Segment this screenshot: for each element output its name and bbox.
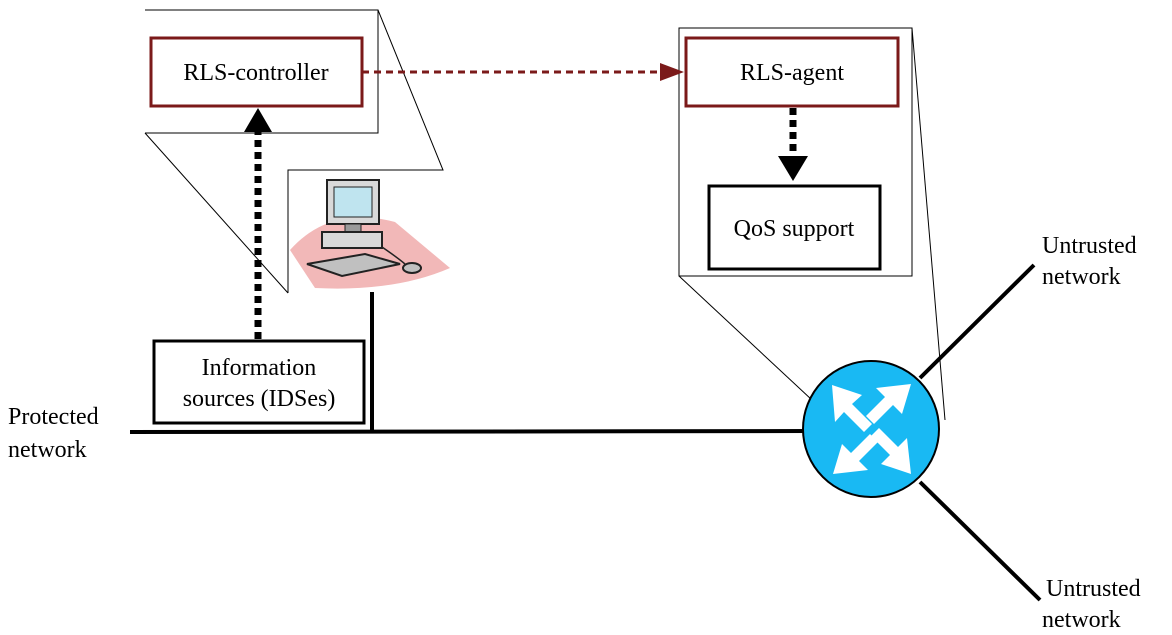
network-lines [129,263,1042,602]
information-sources-label-line2: sources (IDSes) [183,386,336,412]
rls-controller-node: RLS-controller [149,36,364,108]
router-icon [802,360,940,498]
agent-zoom-edge-left [678,275,813,401]
rls-controller-label: RLS-controller [183,60,328,86]
arrow-controller-to-agent [362,63,684,81]
protected-network-label: Protected network [8,404,99,463]
arrow-agent-to-qos [778,108,808,181]
agent-zoom-edge-right [911,27,946,421]
link-untrusted-top [918,263,1036,380]
controller-zoom-edge-left [144,132,289,294]
agent-zoom-callout [678,27,946,421]
protected-network-bus [129,429,813,434]
arrow-ids-to-controller [244,108,272,339]
untrusted-network-bottom-label: Untrusted network [1042,576,1141,633]
protected-network-label-line2: network [8,437,87,463]
untrusted-network-top-label-line1: Untrusted [1042,233,1137,259]
controller-zoom-edge-right [287,9,444,293]
qos-support-node: QoS support [707,184,882,271]
untrusted-network-bottom-label-line2: network [1042,607,1121,633]
information-sources-label-line1: Information [202,355,317,381]
untrusted-network-bottom-label-line1: Untrusted [1046,576,1141,602]
rls-agent-label: RLS-agent [740,60,844,86]
information-sources-node: Information sources (IDSes) [152,339,366,425]
protected-network-label-line1: Protected [8,404,99,430]
untrusted-network-top-label-line2: network [1042,264,1121,290]
rls-agent-node: RLS-agent [684,36,900,108]
untrusted-network-top-label: Untrusted network [1042,233,1137,290]
qos-support-label: QoS support [734,216,855,242]
agent-zoom-frame [678,27,913,277]
computer-workstation-icon [289,171,450,292]
link-untrusted-bottom [918,480,1042,602]
